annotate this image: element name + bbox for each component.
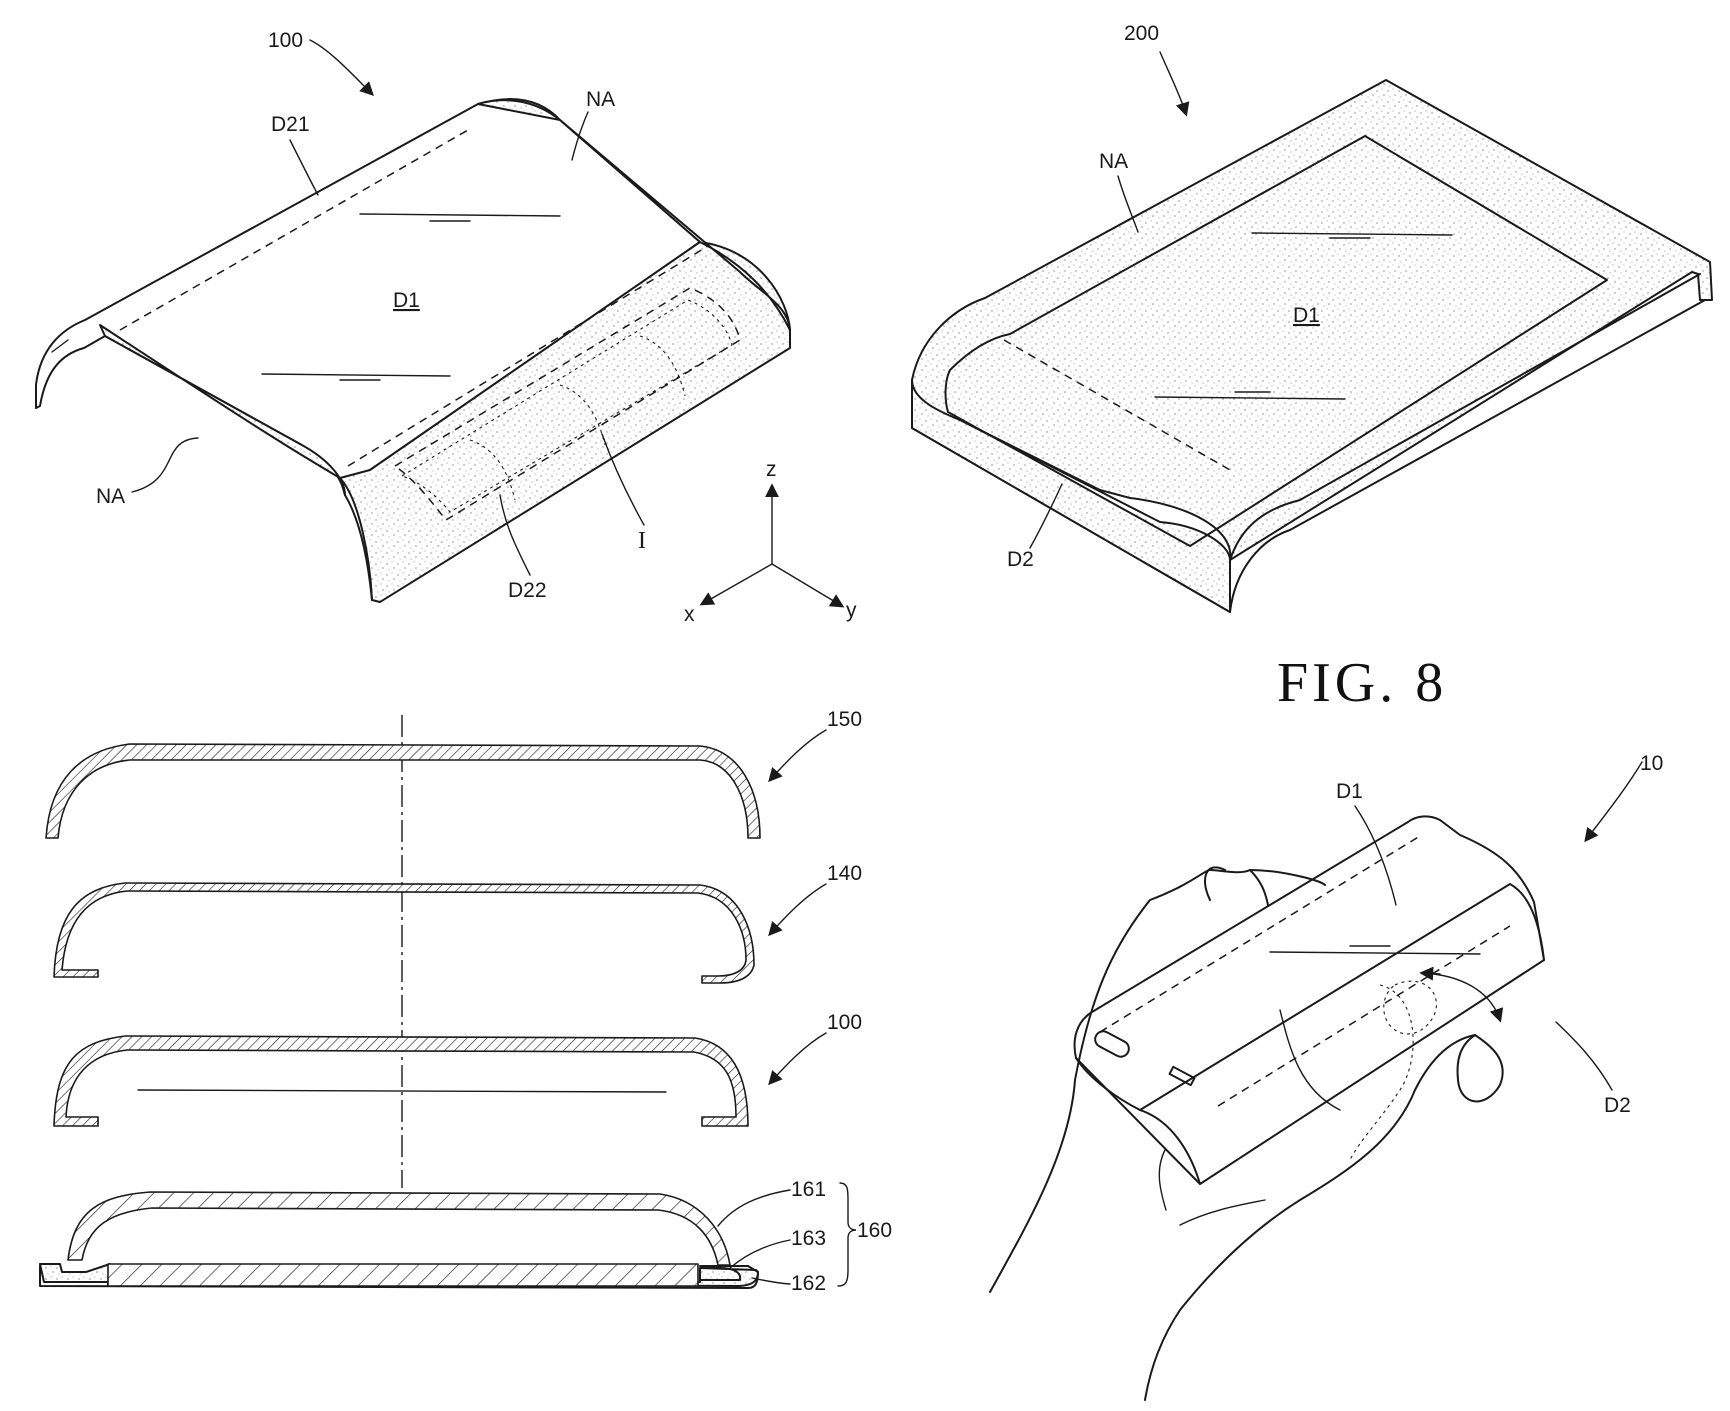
coordinate-axes (699, 483, 845, 608)
ref-160: 160 (857, 1219, 892, 1242)
label-d1-view200: D1 (1293, 304, 1320, 327)
label-section-i: I (638, 528, 646, 554)
label-d1-hand: D1 (1336, 780, 1363, 803)
layer-100-section (53, 1035, 749, 1127)
label-na-left: NA (96, 485, 125, 508)
view-100-perspective (35, 98, 791, 603)
hand-view (989, 815, 1545, 1401)
ref-163: 163 (791, 1227, 826, 1250)
label-d2-hand: D2 (1604, 1094, 1631, 1117)
ref-100-top: 100 (268, 29, 303, 52)
ref-150: 150 (827, 708, 862, 731)
figure-label: FIG. 8 (1277, 652, 1447, 714)
layer-163-panel (107, 1263, 699, 1287)
label-d1-view100: D1 (393, 289, 420, 312)
view-200-perspective (911, 79, 1713, 613)
label-na-top: NA (586, 88, 615, 111)
layer-140-section (53, 882, 755, 984)
label-na-view200: NA (1099, 150, 1128, 173)
layer-161-section (67, 1191, 731, 1266)
exploded-section (39, 715, 761, 1289)
label-d22: D22 (508, 579, 547, 602)
ref-162: 162 (791, 1272, 826, 1295)
ref-161: 161 (791, 1178, 826, 1201)
layer-150-section (45, 743, 761, 839)
label-d21: D21 (271, 113, 310, 136)
axis-y-label: y (846, 599, 857, 622)
bracket-160 (837, 1182, 857, 1287)
ref-140: 140 (827, 862, 862, 885)
ref-200-top: 200 (1124, 22, 1159, 45)
axis-z-label: z (766, 458, 777, 481)
axis-x-label: x (684, 603, 695, 626)
label-d2-view200: D2 (1007, 548, 1034, 571)
ref-100-section: 100 (827, 1011, 862, 1034)
ref-10: 10 (1640, 752, 1663, 775)
